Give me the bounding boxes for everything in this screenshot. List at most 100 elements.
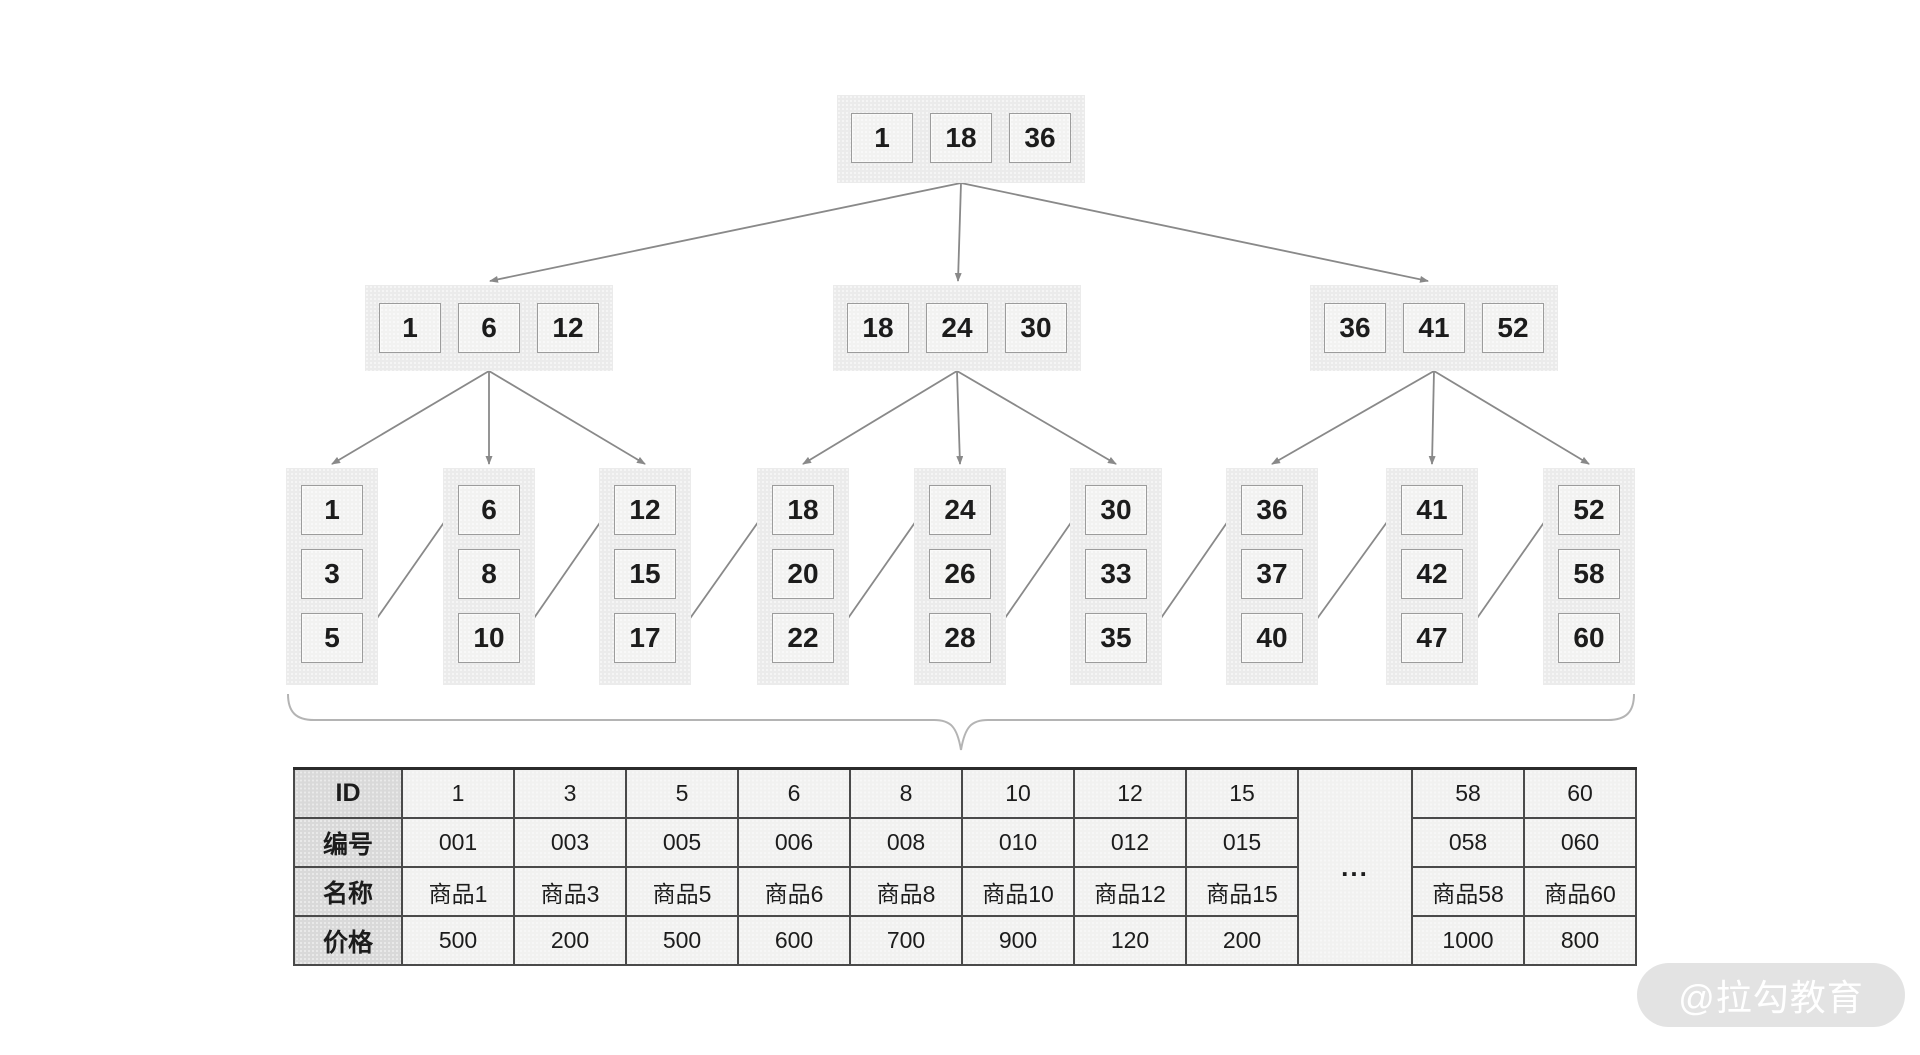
- record-cell: 015: [1185, 817, 1299, 868]
- leaf-key-cell: 10: [458, 613, 520, 663]
- leaf-key-cell: 28: [929, 613, 991, 663]
- leaf-key-cell: 60: [1558, 613, 1620, 663]
- record-cell: 商品12: [1073, 866, 1187, 917]
- leaf-key-cell: 20: [772, 549, 834, 599]
- internal-key-cell: 12: [537, 303, 599, 353]
- ellipsis-cell: ...: [1297, 767, 1413, 966]
- row-label-cell: ID: [293, 767, 403, 819]
- btree-leaf-node: 36 37 40: [1226, 468, 1318, 685]
- leaf-key-cell: 30: [1085, 485, 1147, 535]
- record-cell: 60: [1523, 767, 1637, 819]
- record-cell: 58: [1411, 767, 1525, 819]
- record-cell: 008: [849, 817, 963, 868]
- record-cell: 600: [737, 915, 851, 966]
- btree-internal-node: 18 24 30: [833, 285, 1081, 371]
- btree-root-node: 1 18 36: [837, 95, 1085, 183]
- leaf-key-cell: 33: [1085, 549, 1147, 599]
- internal-key-cell: 18: [847, 303, 909, 353]
- btree-leaf-node: 18 20 22: [757, 468, 849, 685]
- record-cell: 商品10: [961, 866, 1075, 917]
- leaf-key-cell: 22: [772, 613, 834, 663]
- leaf-key-cell: 17: [614, 613, 676, 663]
- leaf-key-cell: 36: [1241, 485, 1303, 535]
- record-cell: 010: [961, 817, 1075, 868]
- leaf-key-cell: 15: [614, 549, 676, 599]
- record-cell: 8: [849, 767, 963, 819]
- leaf-key-cell: 40: [1241, 613, 1303, 663]
- btree-internal-node: 36 41 52: [1310, 285, 1558, 371]
- btree-leaf-node: 52 58 60: [1543, 468, 1635, 685]
- record-cell: 700: [849, 915, 963, 966]
- leaf-key-cell: 1: [301, 485, 363, 535]
- record-cell: 商品15: [1185, 866, 1299, 917]
- record-cell: 005: [625, 817, 739, 868]
- leaf-key-cell: 6: [458, 485, 520, 535]
- record-cell: 1: [401, 767, 515, 819]
- btree-leaf-node: 30 33 35: [1070, 468, 1162, 685]
- record-cell: 200: [1185, 915, 1299, 966]
- record-cell: 商品60: [1523, 866, 1637, 917]
- record-cell: 商品5: [625, 866, 739, 917]
- record-cell: 900: [961, 915, 1075, 966]
- record-cell: 商品1: [401, 866, 515, 917]
- row-label-cell: 价格: [293, 915, 403, 966]
- leaf-key-cell: 12: [614, 485, 676, 535]
- record-cell: 3: [513, 767, 627, 819]
- record-cell: 商品58: [1411, 866, 1525, 917]
- record-cell: 5: [625, 767, 739, 819]
- record-cell: 15: [1185, 767, 1299, 819]
- btree-leaf-node: 1 3 5: [286, 468, 378, 685]
- leaf-key-cell: 58: [1558, 549, 1620, 599]
- record-cell: 12: [1073, 767, 1187, 819]
- internal-key-cell: 41: [1403, 303, 1465, 353]
- leaf-key-cell: 3: [301, 549, 363, 599]
- leaf-key-cell: 47: [1401, 613, 1463, 663]
- leaf-key-cell: 24: [929, 485, 991, 535]
- record-cell: 商品8: [849, 866, 963, 917]
- record-cell: 003: [513, 817, 627, 868]
- record-cell: 800: [1523, 915, 1637, 966]
- row-label-cell: 名称: [293, 866, 403, 917]
- record-cell: 001: [401, 817, 515, 868]
- internal-key-cell: 30: [1005, 303, 1067, 353]
- record-cell: 012: [1073, 817, 1187, 868]
- leaf-key-cell: 26: [929, 549, 991, 599]
- watermark-badge: @拉勾教育: [1637, 963, 1905, 1027]
- leaf-key-cell: 18: [772, 485, 834, 535]
- btree-leaf-node: 41 42 47: [1386, 468, 1478, 685]
- internal-key-cell: 24: [926, 303, 988, 353]
- root-key-cell: 1: [851, 113, 913, 163]
- record-cell: 1000: [1411, 915, 1525, 966]
- record-cell: 6: [737, 767, 851, 819]
- row-label-cell: 编号: [293, 817, 403, 868]
- btree-leaf-node: 24 26 28: [914, 468, 1006, 685]
- leaf-key-cell: 37: [1241, 549, 1303, 599]
- leaf-key-cell: 52: [1558, 485, 1620, 535]
- leaf-key-cell: 35: [1085, 613, 1147, 663]
- record-cell: 商品3: [513, 866, 627, 917]
- btree-leaf-node: 12 15 17: [599, 468, 691, 685]
- record-cell: 500: [401, 915, 515, 966]
- leaf-key-cell: 42: [1401, 549, 1463, 599]
- leaf-key-cell: 5: [301, 613, 363, 663]
- leaf-key-cell: 41: [1401, 485, 1463, 535]
- internal-key-cell: 6: [458, 303, 520, 353]
- watermark-text: @拉勾教育: [1678, 977, 1864, 1018]
- record-cell: 10: [961, 767, 1075, 819]
- internal-key-cell: 52: [1482, 303, 1544, 353]
- record-cell: 060: [1523, 817, 1637, 868]
- internal-key-cell: 1: [379, 303, 441, 353]
- root-key-cell: 36: [1009, 113, 1071, 163]
- root-key-cell: 18: [930, 113, 992, 163]
- internal-key-cell: 36: [1324, 303, 1386, 353]
- record-cell: 058: [1411, 817, 1525, 868]
- record-cell: 120: [1073, 915, 1187, 966]
